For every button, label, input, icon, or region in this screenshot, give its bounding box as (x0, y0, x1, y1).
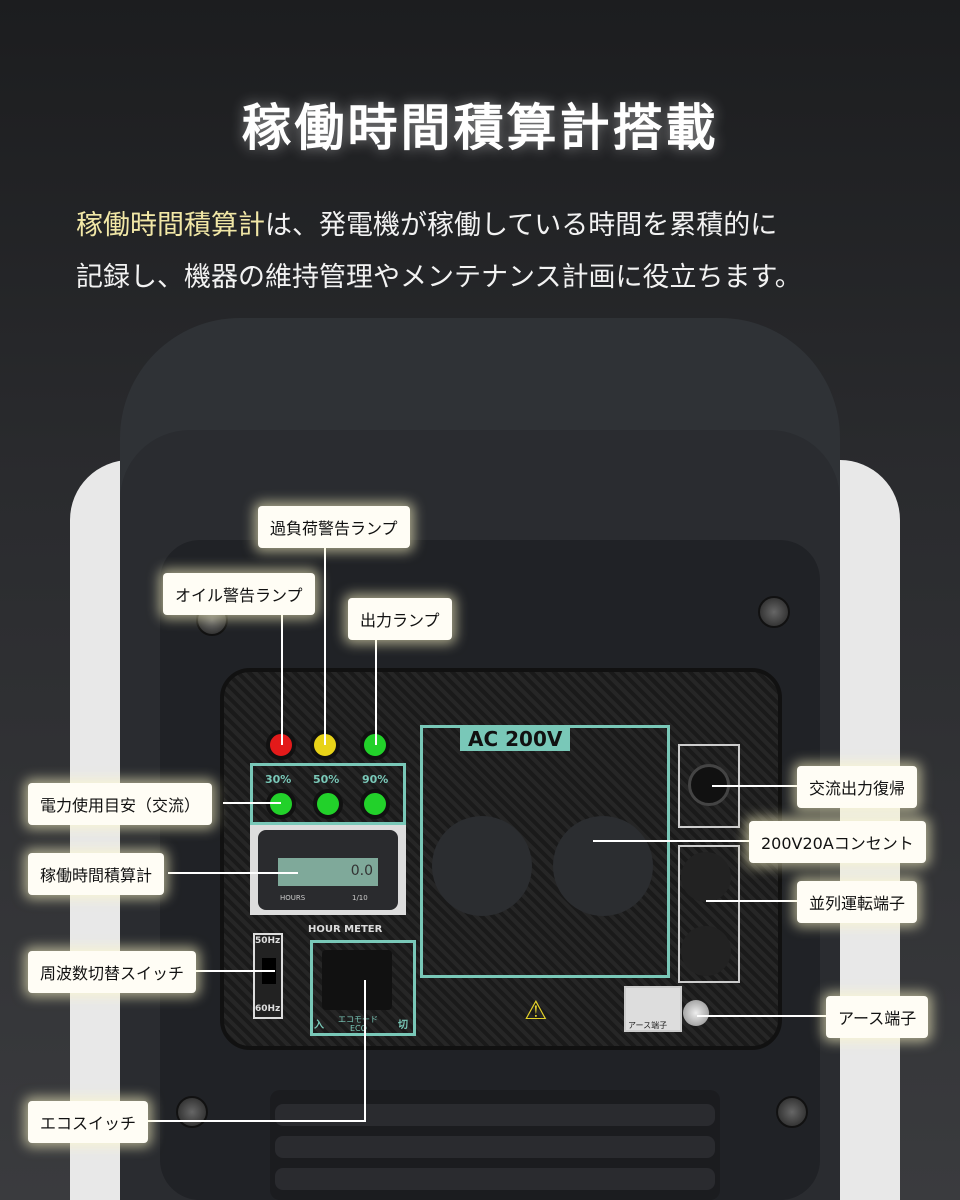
description: 稼働時間積算計は、発電機が稼働している時間を累積的に 記録し、機器の維持管理やメ… (76, 200, 802, 304)
parallel-terminal[interactable] (681, 852, 731, 902)
callout-oil-lamp: オイル警告ランプ (163, 573, 315, 615)
load-50: 50% (313, 773, 340, 786)
callout-earth: アース端子 (826, 996, 929, 1038)
callout-power-usage: 電力使用目安（交流） (28, 783, 213, 825)
ac-outlet[interactable] (432, 816, 532, 916)
eco-off: 切 (398, 1020, 408, 1031)
screw-icon (758, 596, 790, 628)
callout-line (697, 1015, 826, 1017)
earth-caption: アース端子 (628, 1021, 668, 1030)
description-line1: は、発電機が稼働している時間を累積的に (265, 210, 778, 241)
load-lamp (266, 789, 296, 819)
callout-line (223, 802, 281, 804)
load-indicator-frame (250, 763, 406, 825)
earth-symbol-icon (624, 986, 682, 1032)
page-title: 稼働時間積算計搭載 (241, 99, 719, 157)
load-30: 30% (265, 773, 292, 786)
callout-parallel: 並列運転端子 (797, 881, 918, 923)
load-lamp (313, 789, 343, 819)
eco-switch[interactable] (322, 950, 392, 1010)
hour-meter-scale: 1/10 (352, 894, 368, 902)
eco-on: 入 (314, 1020, 324, 1031)
screw-icon (776, 1096, 808, 1128)
ac-outlet[interactable] (553, 816, 653, 916)
callout-line (712, 785, 797, 787)
callout-outlet: 200V20Aコンセント (749, 821, 926, 863)
eco-sub: ECO (350, 1024, 367, 1033)
callout-line (195, 970, 275, 972)
load-lamp (360, 789, 390, 819)
callout-frequency-switch: 周波数切替スイッチ (28, 951, 197, 993)
callout-line (168, 872, 298, 874)
eco-frame (310, 940, 416, 1036)
load-90: 90% (362, 773, 389, 786)
callout-line (364, 980, 366, 1122)
earth-terminal[interactable] (683, 1000, 709, 1026)
parallel-frame (678, 845, 740, 983)
callout-output-lamp: 出力ランプ (348, 598, 452, 640)
description-highlight: 稼働時間積算計 (76, 210, 265, 241)
warning-icon: ⚠ (524, 996, 548, 1026)
oil-warning-lamp (266, 730, 296, 760)
vent-slat (275, 1136, 715, 1158)
vent-slat (275, 1104, 715, 1126)
callout-line (593, 840, 749, 842)
outlet-frame (420, 725, 670, 978)
eco-label: エコモード (338, 1015, 378, 1024)
callout-reset: 交流出力復帰 (797, 766, 918, 808)
freq-60: 60Hz (255, 1004, 281, 1014)
callout-overload-lamp: 過負荷警告ランプ (258, 506, 410, 548)
screw-icon (176, 1096, 208, 1128)
callout-line (145, 1120, 365, 1122)
hour-meter-units: HOURS (280, 894, 306, 902)
callout-hour-meter: 稼働時間積算計 (28, 853, 165, 895)
frequency-switch[interactable] (253, 933, 283, 1019)
callout-line (281, 612, 283, 745)
description-line2: 記録し、機器の維持管理やメンテナンス計画に役立ちます。 (76, 262, 802, 293)
hour-meter-caption: HOUR METER (308, 924, 383, 935)
parallel-terminal[interactable] (681, 926, 731, 976)
callout-line (375, 637, 377, 745)
freq-50: 50Hz (255, 936, 281, 946)
callout-eco-switch: エコスイッチ (28, 1101, 149, 1143)
callout-line (324, 545, 326, 745)
callout-line (706, 900, 797, 902)
vent-slat (275, 1168, 715, 1190)
voltage-label: AC 200V (460, 727, 571, 751)
